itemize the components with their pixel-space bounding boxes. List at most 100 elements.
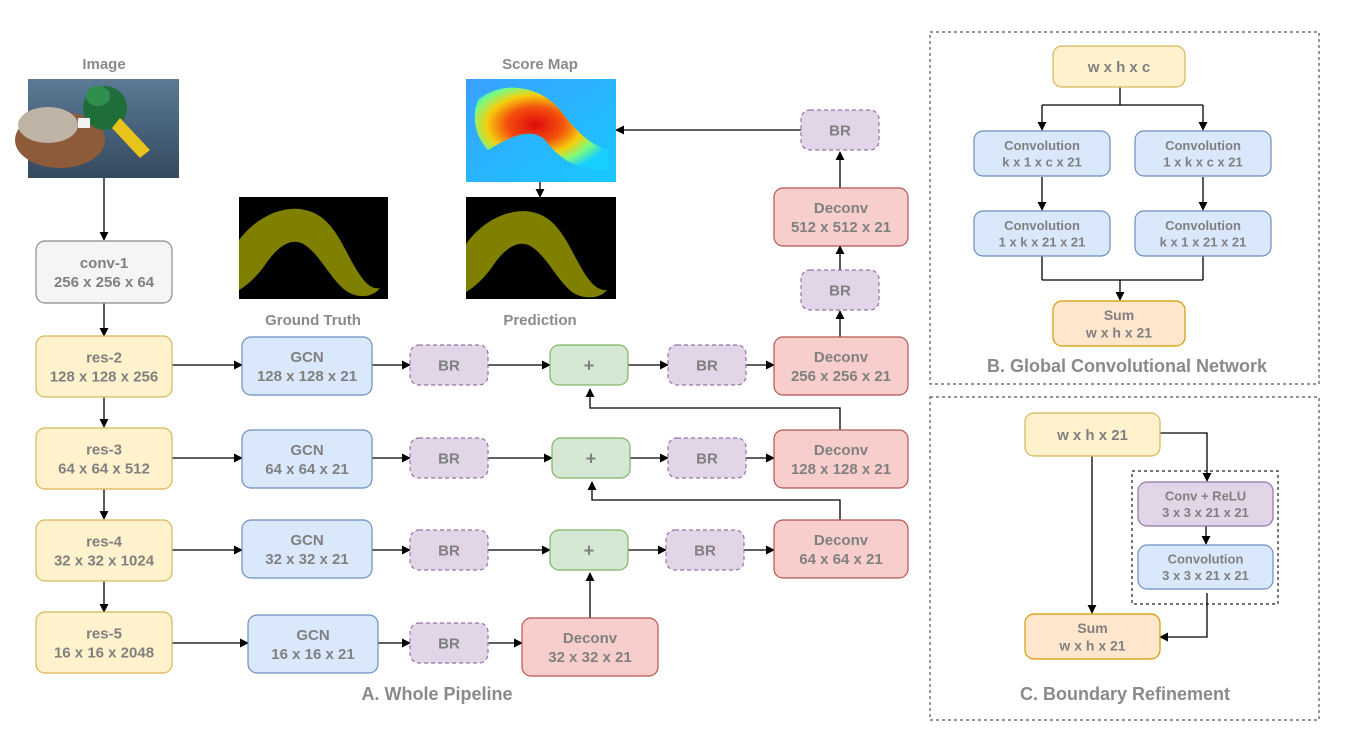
br4-node-box [409, 529, 489, 571]
br-input-node: w x h x 21 [1024, 412, 1161, 457]
br2-node: BR [409, 344, 489, 386]
br-sum-node-line-1: Sum [1077, 620, 1107, 636]
deconv4-node-line-2: 64 x 64 x 21 [799, 551, 882, 568]
res4-node-box [35, 519, 173, 582]
res3-node-box [35, 427, 173, 490]
br-inner-frame [1131, 470, 1279, 605]
br-conv-node-line-1: Convolution [1168, 552, 1244, 567]
br4b-node: BR [665, 529, 745, 571]
gcn2-node: GCN 128 x 128 x 21 [241, 336, 373, 396]
gcn-left1-node-box [973, 130, 1111, 177]
gcn-left1-node-line-2: k x 1 x c x 21 [1002, 154, 1082, 169]
gcn3-node: GCN 64 x 64 x 21 [241, 429, 373, 489]
gcn2-node-line-2: 128 x 128 x 21 [257, 368, 357, 385]
br4-node-label: BR [438, 542, 460, 559]
br3-node: BR [409, 437, 489, 479]
gcn-sum-node-box [1052, 300, 1186, 347]
br-panel-edges [1087, 432, 1212, 642]
deconv5-node-box [521, 617, 659, 677]
ground-truth-title: Ground Truth [265, 312, 361, 329]
br-panel-caption: C. Boundary Refinement [1020, 684, 1230, 704]
br-upper-node-box [800, 269, 880, 311]
res4-node-line-2: 32 x 32 x 1024 [54, 552, 155, 569]
br5-node-label: BR [438, 635, 460, 652]
deconv2-node-box [773, 336, 909, 396]
gcn-right1-node-box [1134, 130, 1272, 177]
gcn3-node-line-1: GCN [290, 442, 323, 459]
plus3-node: + [551, 437, 631, 479]
gcn5-node-line-2: 16 x 16 x 21 [271, 646, 354, 663]
gcn-left2-node-line-2: 1 x k x 21 x 21 [999, 234, 1086, 249]
gcn-left2-node-box [973, 210, 1111, 257]
plus4-node: + [549, 529, 629, 571]
conv1-node-line-2: 256 x 256 x 64 [54, 274, 155, 291]
br2b-node-box [667, 344, 747, 386]
gcn-right2-node-line-2: k x 1 x 21 x 21 [1160, 234, 1247, 249]
score-map-image [466, 79, 616, 182]
pipeline-edges [99, 125, 845, 648]
br2-node-box [409, 344, 489, 386]
res3-node-line-1: res-3 [86, 442, 122, 459]
gcn-input-node-label: w x h x c [1087, 59, 1151, 76]
ground-truth-image [239, 197, 388, 299]
image-title: Image [82, 56, 125, 73]
deconv5-node-line-1: Deconv [563, 630, 618, 647]
res5-node-line-2: 16 x 16 x 2048 [54, 644, 154, 661]
br-sum-node-box [1024, 613, 1161, 660]
input-duck-image [15, 79, 179, 178]
gcn-input-node: w x h x c [1052, 45, 1186, 88]
deconv1-node-box [773, 187, 909, 247]
res3-node: res-364 x 64 x 512 [35, 427, 173, 490]
gcn5-node-line-1: GCN [296, 627, 329, 644]
gcn2-node-box [241, 336, 373, 396]
pipeline-caption: A. Whole Pipeline [361, 684, 512, 704]
br-conv-node-box [1137, 544, 1274, 590]
br4-node: BR [409, 529, 489, 571]
gcn3-node-line-2: 64 x 64 x 21 [265, 461, 348, 478]
br4b-node-label: BR [694, 542, 716, 559]
gcn3-node-box [241, 429, 373, 489]
br5-node-box [409, 622, 489, 664]
plus2-node-label: + [584, 355, 595, 375]
deconv4-node-box [773, 519, 909, 579]
br2b-node-label: BR [696, 357, 718, 374]
res2-node-box [35, 335, 173, 398]
br-top-node-box [800, 109, 880, 151]
br5-node: BR [409, 622, 489, 664]
prediction-image [466, 197, 616, 299]
gcn-panel-edges [1037, 87, 1208, 301]
deconv2-node-line-2: 256 x 256 x 21 [791, 368, 891, 385]
plus4-node-box [549, 529, 629, 571]
res5-node: res-516 x 16 x 2048 [35, 611, 173, 674]
br-input-node-label: w x h x 21 [1056, 427, 1128, 444]
plus3-node-box [551, 437, 631, 479]
res5-node-box [35, 611, 173, 674]
gcn4-node-line-1: GCN [290, 532, 323, 549]
conv1-node-line-1: conv-1 [80, 255, 128, 272]
br-upper-node: BR [800, 269, 880, 311]
deconv3-node-box [773, 429, 909, 489]
br-convrelu-node-box [1137, 481, 1274, 527]
gcn2-node-line-1: GCN [290, 349, 323, 366]
score-map-title: Score Map [502, 56, 578, 73]
res3-node-line-2: 64 x 64 x 512 [58, 460, 150, 477]
br-convrelu-node-line-2: 3 x 3 x 21 x 21 [1162, 505, 1249, 520]
res2-node-line-1: res-2 [86, 350, 122, 367]
br2b-node: BR [667, 344, 747, 386]
br-conv-node-line-2: 3 x 3 x 21 x 21 [1162, 568, 1249, 583]
plus2-node: + [549, 344, 629, 386]
gcn-right1-node-line-1: Convolution [1165, 138, 1241, 153]
gcn-sum-node-line-1: Sum [1104, 307, 1134, 323]
gcn4-node-line-2: 32 x 32 x 21 [265, 551, 348, 568]
br-panel-frame [929, 396, 1320, 721]
gcn-sum-node-line-2: w x h x 21 [1085, 324, 1152, 340]
res4-node-line-1: res-4 [86, 534, 123, 551]
